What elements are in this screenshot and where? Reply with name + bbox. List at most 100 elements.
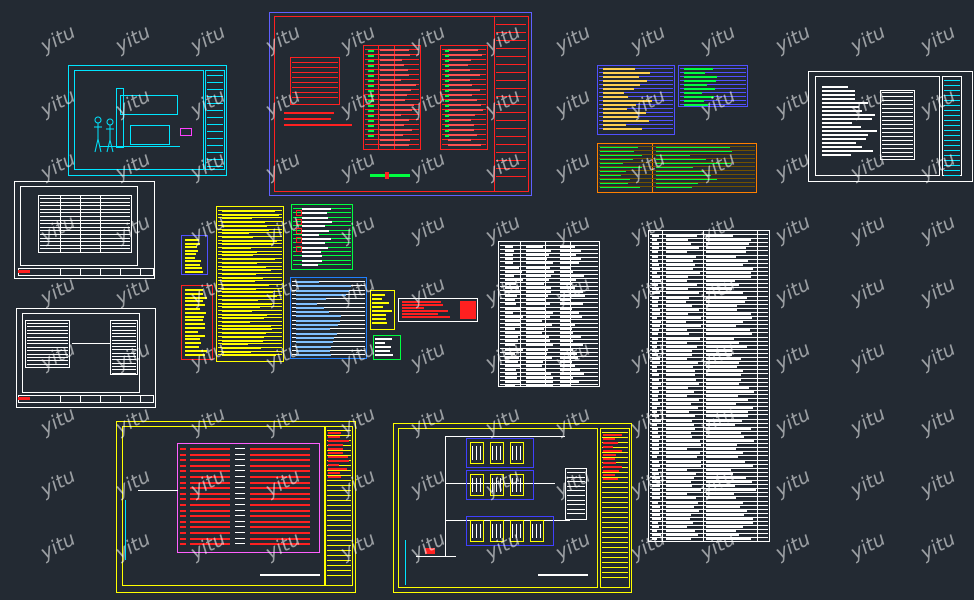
cad-vline <box>394 45 395 150</box>
cad-vline <box>545 241 546 387</box>
cad-hline <box>496 144 526 145</box>
cad-text-row <box>372 294 385 296</box>
legend-red-mark <box>385 172 389 179</box>
equipment-table-2 <box>648 230 770 542</box>
cad-text-row <box>666 370 695 373</box>
panel-feeder-line <box>138 490 178 491</box>
cad-text-row <box>185 260 201 262</box>
cad-text-row <box>375 338 392 340</box>
cad-hline <box>602 532 628 533</box>
equipment-box <box>470 520 484 542</box>
cad-text-row <box>505 360 518 363</box>
cad-text-row <box>652 288 659 291</box>
cad-hline <box>599 104 673 105</box>
cad-hline <box>293 233 351 235</box>
cad-text-row <box>505 381 520 384</box>
cad-text-row <box>666 415 695 418</box>
cad-text-row <box>652 460 659 463</box>
watermark-text: yitu <box>846 464 890 502</box>
cad-hline <box>650 418 768 420</box>
cad-hline <box>293 259 351 261</box>
cad-text-row <box>375 354 393 356</box>
cad-text-row <box>296 319 340 322</box>
cad-text-row <box>560 295 585 298</box>
cad-text-row <box>185 323 205 326</box>
cad-text-row <box>706 460 745 463</box>
cad-text-row <box>526 270 554 273</box>
cad-text-row <box>652 271 657 274</box>
cad-text-row <box>505 373 517 376</box>
green-symbol <box>445 115 449 117</box>
cad-text-row <box>706 255 736 258</box>
cad-hline <box>27 340 68 341</box>
cad-text-row <box>222 224 267 227</box>
watermark-text: yitu <box>696 20 740 58</box>
cad-text-row <box>666 349 692 352</box>
cad-hline <box>293 251 351 252</box>
green-symbol <box>368 50 374 52</box>
cad-vline <box>480 524 481 538</box>
cad-hline <box>599 170 755 171</box>
cad-text-row <box>560 299 571 302</box>
cad-text-row <box>706 534 739 537</box>
cad-text-row <box>652 366 657 369</box>
cad-vline <box>532 524 533 538</box>
cad-text-row <box>652 280 661 283</box>
breaker-symbol <box>235 453 245 455</box>
cad-hline <box>650 521 768 522</box>
cad-text-row <box>222 258 275 261</box>
cad-text-row <box>684 80 716 82</box>
cad-text-row <box>603 128 642 130</box>
cad-text-row <box>652 534 661 537</box>
green-symbol <box>445 135 449 137</box>
cad-hline <box>112 332 136 334</box>
cad-text-row <box>380 79 401 81</box>
cad-hline <box>567 513 585 515</box>
riser-footer <box>18 395 154 403</box>
watermark-text: yitu <box>771 210 815 248</box>
cad-text-row <box>526 262 553 265</box>
cad-vline <box>500 524 501 538</box>
cad-vline <box>492 478 493 492</box>
cad-hline <box>650 287 768 289</box>
cad-text-row <box>505 291 521 294</box>
cad-hline <box>292 82 338 83</box>
cad-text-row <box>222 261 257 264</box>
watermark-text: yitu <box>916 272 960 310</box>
cad-hline <box>327 435 351 436</box>
cad-text-row <box>302 212 327 215</box>
cad-text-row <box>684 104 708 106</box>
cad-hline <box>500 298 598 300</box>
cad-hline <box>944 120 960 121</box>
cad-text-row <box>652 419 661 422</box>
watermark-text: yitu <box>916 337 960 375</box>
cad-text-row <box>652 415 659 418</box>
cad-hline <box>882 112 913 113</box>
cad-text-row <box>652 362 660 365</box>
cad-text-row <box>666 251 687 254</box>
equipment-box <box>470 442 484 464</box>
cad-text-row <box>505 299 515 302</box>
cad-text-row <box>560 377 573 380</box>
cad-text-row <box>185 289 203 291</box>
cad-hline <box>567 472 585 473</box>
cad-hline <box>500 253 598 255</box>
cad-hline <box>650 234 768 235</box>
cad-text-row <box>526 385 553 388</box>
cad-hline <box>650 373 768 375</box>
cad-text-row <box>652 378 659 381</box>
cad-hline <box>40 223 130 225</box>
breaker-symbol <box>235 520 245 522</box>
cad-hline <box>944 135 960 136</box>
cad-text-row <box>706 300 745 303</box>
cad-hline <box>496 168 526 169</box>
cad-text-row <box>603 112 646 114</box>
panel-caption <box>260 574 320 576</box>
cad-text-row <box>222 346 261 349</box>
cad-hline <box>599 154 755 155</box>
panel-row-text <box>190 537 230 540</box>
cad-text-row <box>328 460 349 462</box>
panel-row-text <box>190 520 230 523</box>
cad-text-row <box>684 84 707 86</box>
